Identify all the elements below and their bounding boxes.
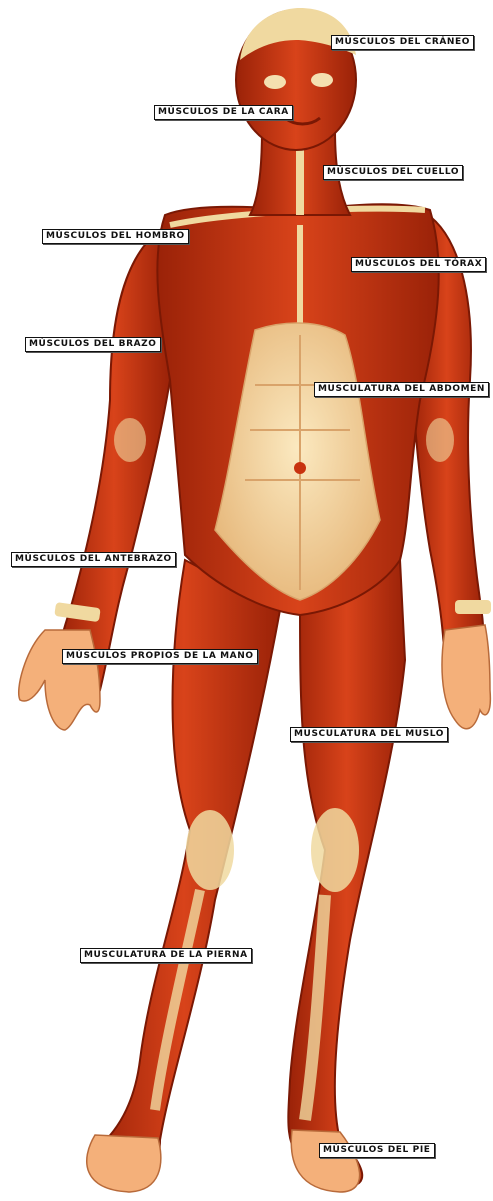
label-muscles-forearm: MÚSCULOS DEL ANTEBRAZO bbox=[11, 552, 176, 567]
label-muscles-arm: MÚSCULOS DEL BRAZO bbox=[25, 337, 161, 352]
left-foot bbox=[87, 1135, 161, 1192]
label-muscles-face: MÚSCULOS DE LA CARA bbox=[154, 105, 293, 120]
label-muscles-leg: MUSCULATURA DE LA PIERNA bbox=[80, 948, 252, 963]
label-muscles-neck: MÚSCULOS DEL CUELLO bbox=[323, 165, 463, 180]
right-foot bbox=[291, 1130, 359, 1192]
navel bbox=[294, 462, 306, 474]
label-muscles-thorax: MÚSCULOS DEL TÓRAX bbox=[351, 257, 486, 272]
label-muscles-skull: MÚSCULOS DEL CRÁNEO bbox=[331, 35, 474, 50]
label-muscles-thigh: MUSCULATURA DEL MUSLO bbox=[290, 727, 448, 742]
label-muscles-abdomen: MUSCULATURA DEL ABDOMEN bbox=[314, 382, 489, 397]
left-arm bbox=[58, 230, 170, 690]
left-hand bbox=[19, 630, 100, 730]
label-muscles-foot: MÚSCULOS DEL PIE bbox=[319, 1143, 435, 1158]
label-muscles-hand: MÚSCULOS PROPIOS DE LA MANO bbox=[62, 649, 258, 664]
left-knee bbox=[186, 810, 234, 890]
right-knee bbox=[311, 808, 359, 892]
right-hand bbox=[442, 625, 490, 729]
label-muscles-shoulder: MÚSCULOS DEL HOMBRO bbox=[42, 229, 189, 244]
